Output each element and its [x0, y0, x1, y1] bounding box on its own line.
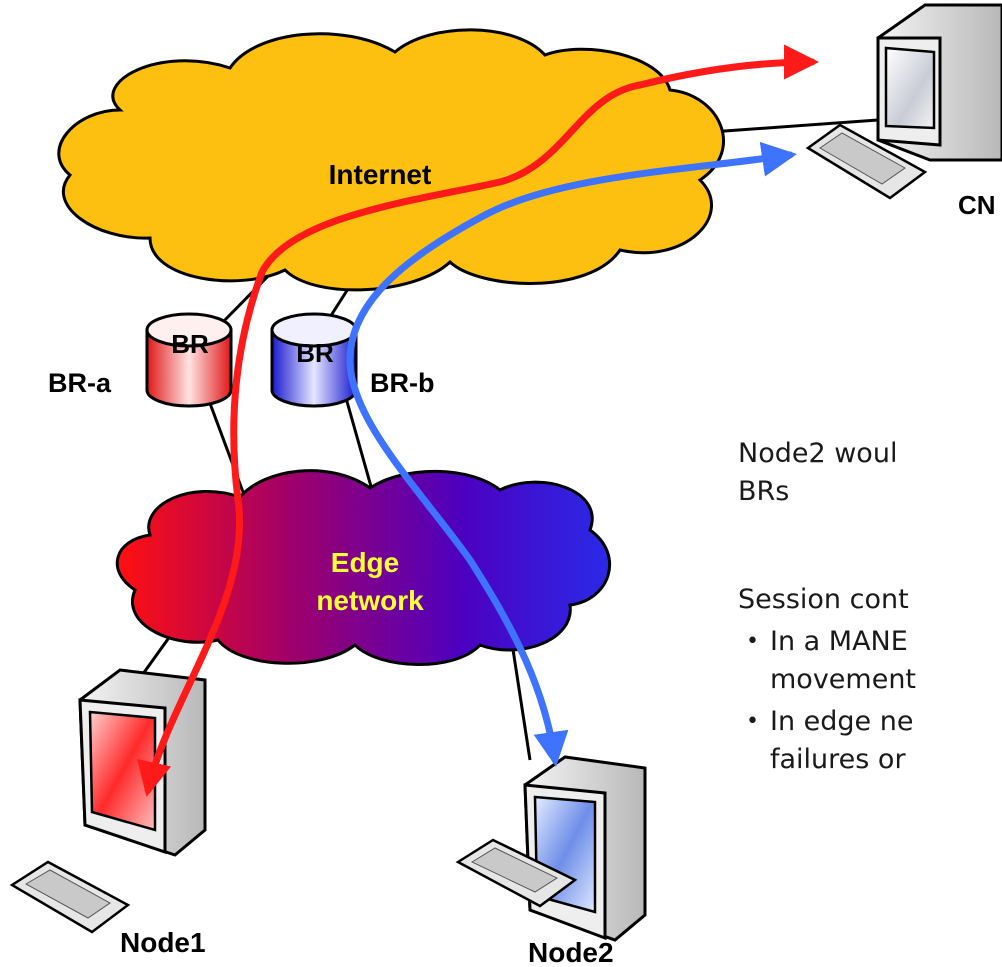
router-br-b: BR [270, 312, 358, 408]
cn-computer: CN [805, 3, 1002, 220]
internet-cloud: Internet [57, 28, 725, 292]
bullet-manet-line1: In a MANE [770, 626, 908, 657]
bullet-manet-line2: movement [770, 664, 917, 695]
node2-computer: Node2 [455, 755, 647, 967]
bullet-dot: • [746, 709, 759, 734]
br-b-label: BR-b [370, 368, 434, 398]
br-a-label: BR-a [48, 368, 112, 398]
router-br-b-text: BR [296, 338, 334, 368]
internet-label: Internet [329, 159, 432, 190]
text-line-node2: Node2 woul [738, 438, 898, 469]
router-br-a: BR [145, 312, 233, 408]
node2-label: Node2 [528, 937, 614, 967]
bullet-manet: • In a MANE [746, 624, 908, 660]
link-bra-edge [206, 397, 248, 501]
bullet-edge: • In edge ne [746, 704, 914, 740]
bullet-edge-line2: failures or [770, 744, 906, 775]
edge-label-line2: network [316, 585, 424, 616]
bullet-edge-line1: In edge ne [770, 706, 914, 737]
router-br-a-text: BR [171, 329, 209, 359]
cn-label: CN [958, 190, 996, 220]
text-line-session: Session cont [738, 584, 909, 615]
edge-label-line1: Edge [331, 547, 399, 578]
blue-flow-arrow [346, 141, 797, 767]
red-flow-arrow [137, 44, 819, 797]
bullet-dot: • [746, 629, 759, 654]
text-line-brs: BRs [738, 476, 790, 507]
node1-label: Node1 [120, 927, 206, 958]
edge-network-cloud: Edge network [115, 469, 612, 666]
